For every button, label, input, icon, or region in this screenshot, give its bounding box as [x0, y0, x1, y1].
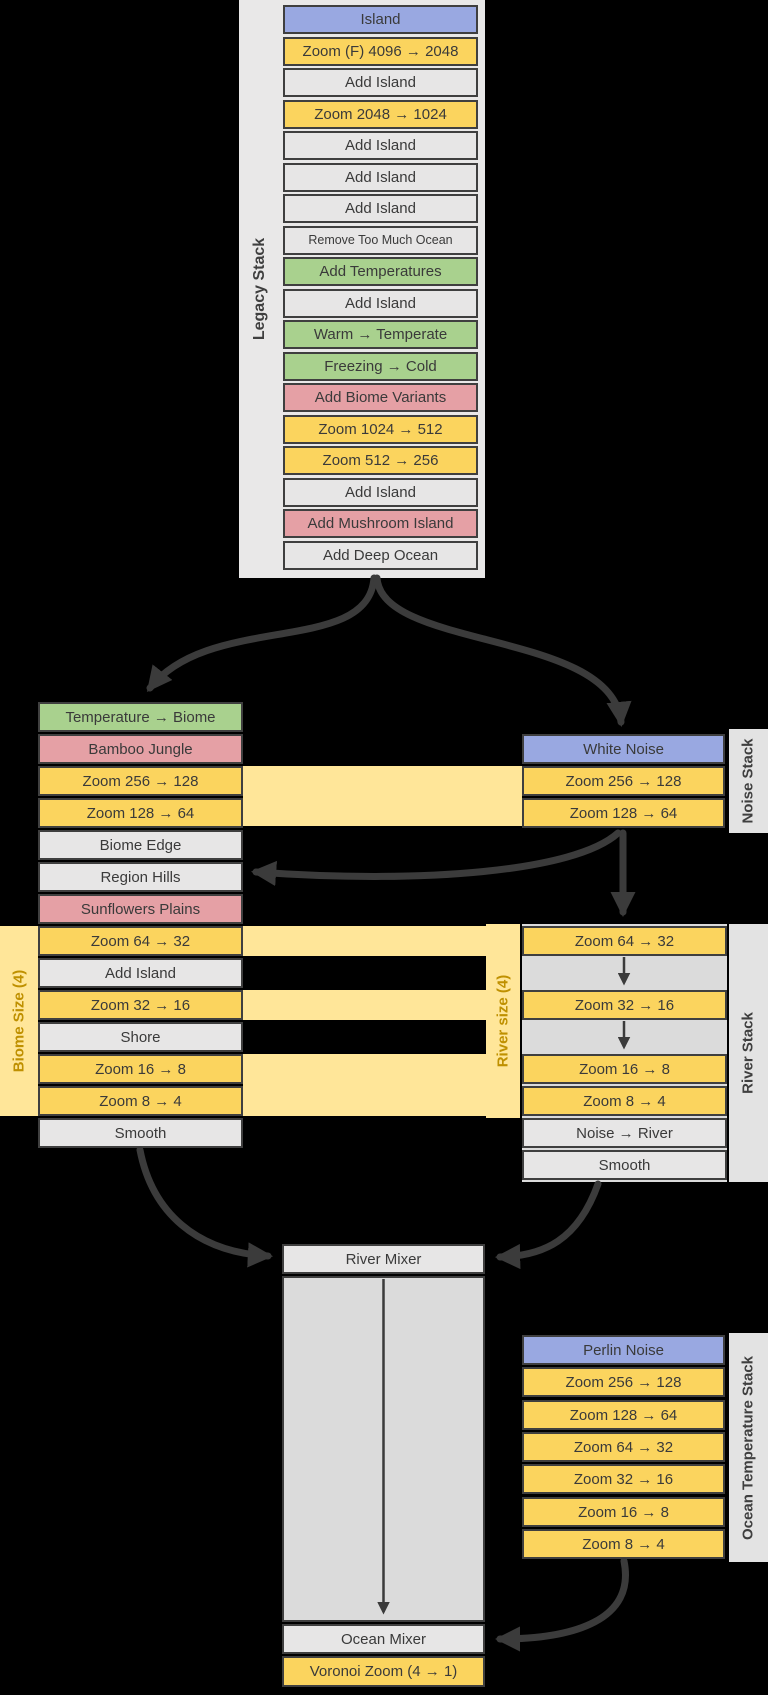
- ocean-stack-label: Ocean Temperature Stack: [739, 1356, 757, 1540]
- arrow-river-to-river-mixer: [494, 1180, 602, 1270]
- arrow-noise-to-region-hills: [250, 829, 622, 887]
- node-zoom-1024-512: Zoom 1024 → 512: [283, 415, 478, 444]
- arrow-legacy-to-noise: [373, 574, 632, 728]
- node-biome-edge: Biome Edge: [38, 830, 243, 860]
- band-biome-size: [0, 926, 38, 1116]
- mixer-flow-box: [282, 1276, 485, 1622]
- node-river-zoom-16-8: Zoom 16 → 8: [522, 1054, 727, 1084]
- legacy-stack-label: Legacy Stack: [251, 237, 268, 341]
- node-biome-zoom-32-16: Zoom 32 → 16: [38, 990, 243, 1020]
- node-biome-zoom-64-32: Zoom 64 → 32: [38, 926, 243, 956]
- river-stack-sidebar: [729, 924, 768, 1182]
- node-river-zoom-64-32: Zoom 64 → 32: [522, 926, 727, 956]
- node-river-mixer: River Mixer: [282, 1244, 485, 1274]
- node-noise-zoom-128-64: Zoom 128 → 64: [522, 798, 725, 828]
- band-zoom-64-32: [243, 926, 486, 956]
- node-ocean-mixer: Ocean Mixer: [282, 1624, 485, 1654]
- arrow-ocean-to-ocean-mixer: [494, 1557, 629, 1652]
- band-zoom-16-4: [243, 1054, 486, 1116]
- biome-size-band-label: Biome Size (4): [10, 969, 28, 1073]
- node-biome-add-island: Add Island: [38, 958, 243, 988]
- node-river-zoom-8-4: Zoom 8 → 4: [522, 1086, 727, 1116]
- arrow-legacy-to-biome: [146, 574, 378, 692]
- node-biome-smooth: Smooth: [38, 1118, 243, 1148]
- node-add-biome-variants: Add Biome Variants: [283, 383, 478, 412]
- node-remove-too-much-ocean: Remove Too Much Ocean: [283, 226, 478, 255]
- node-add-island-2: Add Island: [283, 131, 478, 160]
- node-ocean-zoom-256-128: Zoom 256 → 128: [522, 1367, 725, 1397]
- node-add-island-1: Add Island: [283, 68, 478, 97]
- node-zoom-2048-1024: Zoom 2048 → 1024: [283, 100, 478, 129]
- node-add-temperatures: Add Temperatures: [283, 257, 478, 286]
- noise-stack-label: Noise Stack: [739, 738, 757, 824]
- node-add-island-6: Add Island: [283, 478, 478, 507]
- node-warm-temperate: Warm → Temperate: [283, 320, 478, 349]
- node-bamboo-jungle: Bamboo Jungle: [38, 734, 243, 764]
- node-add-island-4: Add Island: [283, 194, 478, 223]
- node-biome-zoom-256-128: Zoom 256 → 128: [38, 766, 243, 796]
- node-noise-river: Noise → River: [522, 1118, 727, 1148]
- node-island-initial: Island: [283, 5, 478, 34]
- node-temperature-biome: Temperature → Biome: [38, 702, 243, 732]
- node-river-smooth: Smooth: [522, 1150, 727, 1180]
- node-sunflowers-plains: Sunflowers Plains: [38, 894, 243, 924]
- ocean-stack-sidebar: [729, 1333, 768, 1562]
- node-white-noise: White Noise: [522, 734, 725, 764]
- node-noise-zoom-256-128: Zoom 256 → 128: [522, 766, 725, 796]
- node-zoom-f-4096-2048: Zoom (F) 4096 → 2048: [283, 37, 478, 66]
- arrow-biome-to-river-mixer: [136, 1146, 274, 1268]
- node-ocean-zoom-16-8: Zoom 16 → 8: [522, 1497, 725, 1527]
- node-add-island-3: Add Island: [283, 163, 478, 192]
- node-biome-zoom-128-64: Zoom 128 → 64: [38, 798, 243, 828]
- band-zoom-32-16: [243, 990, 486, 1020]
- node-region-hills: Region Hills: [38, 862, 243, 892]
- node-ocean-zoom-128-64: Zoom 128 → 64: [522, 1400, 725, 1430]
- node-ocean-zoom-32-16: Zoom 32 → 16: [522, 1464, 725, 1494]
- node-freezing-cold: Freezing → Cold: [283, 352, 478, 381]
- node-zoom-512-256: Zoom 512 → 256: [283, 446, 478, 475]
- node-add-mushroom-island: Add Mushroom Island: [283, 509, 478, 538]
- band-river-size: [486, 924, 520, 1118]
- node-perlin-noise: Perlin Noise: [522, 1335, 725, 1365]
- river-stack-label: River Stack: [739, 1012, 757, 1094]
- node-river-zoom-32-16: Zoom 32 → 16: [522, 990, 727, 1020]
- node-voronoi-zoom: Voronoi Zoom (4 → 1): [282, 1656, 485, 1687]
- noise-stack-sidebar: [729, 729, 768, 833]
- node-shore: Shore: [38, 1022, 243, 1052]
- band-zoom-256-128: [243, 766, 522, 826]
- river-size-band-label: River size (4): [494, 974, 512, 1068]
- node-biome-zoom-16-8: Zoom 16 → 8: [38, 1054, 243, 1084]
- node-ocean-zoom-8-4: Zoom 8 → 4: [522, 1529, 725, 1559]
- node-add-deep-ocean: Add Deep Ocean: [283, 541, 478, 570]
- node-add-island-5: Add Island: [283, 289, 478, 318]
- node-ocean-zoom-64-32: Zoom 64 → 32: [522, 1432, 725, 1462]
- node-biome-zoom-8-4: Zoom 8 → 4: [38, 1086, 243, 1116]
